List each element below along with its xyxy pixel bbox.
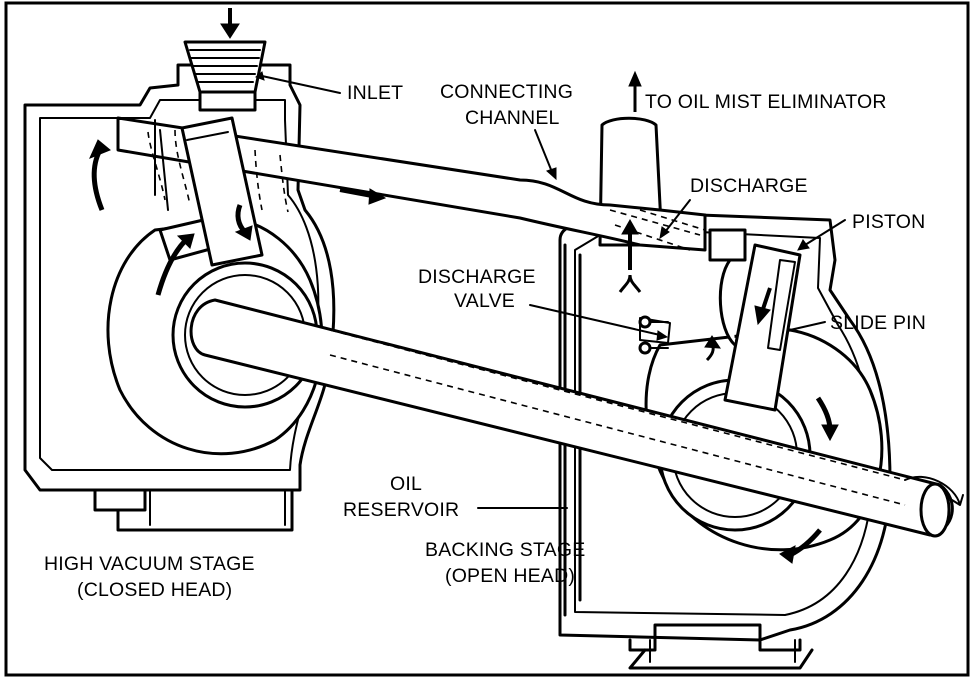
inlet-flow-arrow <box>220 8 240 39</box>
discharge-valve <box>638 315 671 355</box>
inlet-fitting <box>183 40 267 112</box>
label-inlet: INLET <box>347 82 403 104</box>
label-high-vacuum-stage: HIGH VACUUM STAGE <box>44 553 255 575</box>
labels: INLET CONNECTING CHANNEL TO OIL MIST ELI… <box>44 81 926 601</box>
label-discharge: DISCHARGE <box>690 175 808 197</box>
label-backing-stage: BACKING STAGE <box>425 539 585 561</box>
drive-shaft <box>189 298 964 538</box>
flow-arrows <box>89 70 839 564</box>
label-closed-head: (CLOSED HEAD) <box>77 579 232 601</box>
label-connecting-channel-1: CONNECTING <box>440 81 573 103</box>
leader-lines <box>255 71 846 509</box>
label-connecting-channel-2: CHANNEL <box>465 107 560 129</box>
label-oil-reservoir-1: OIL <box>390 473 422 495</box>
label-discharge-valve-2: VALVE <box>454 290 515 312</box>
label-to-oil-mist-eliminator: TO OIL MIST ELIMINATOR <box>645 91 887 113</box>
frame-border <box>4 1 970 677</box>
label-oil-reservoir-2: RESERVOIR <box>343 499 459 521</box>
label-discharge-valve-1: DISCHARGE <box>418 266 536 288</box>
label-open-head: (OPEN HEAD) <box>445 565 575 587</box>
label-piston: PISTON <box>852 211 925 233</box>
label-slide-pin: SLIDE PIN <box>830 312 926 334</box>
